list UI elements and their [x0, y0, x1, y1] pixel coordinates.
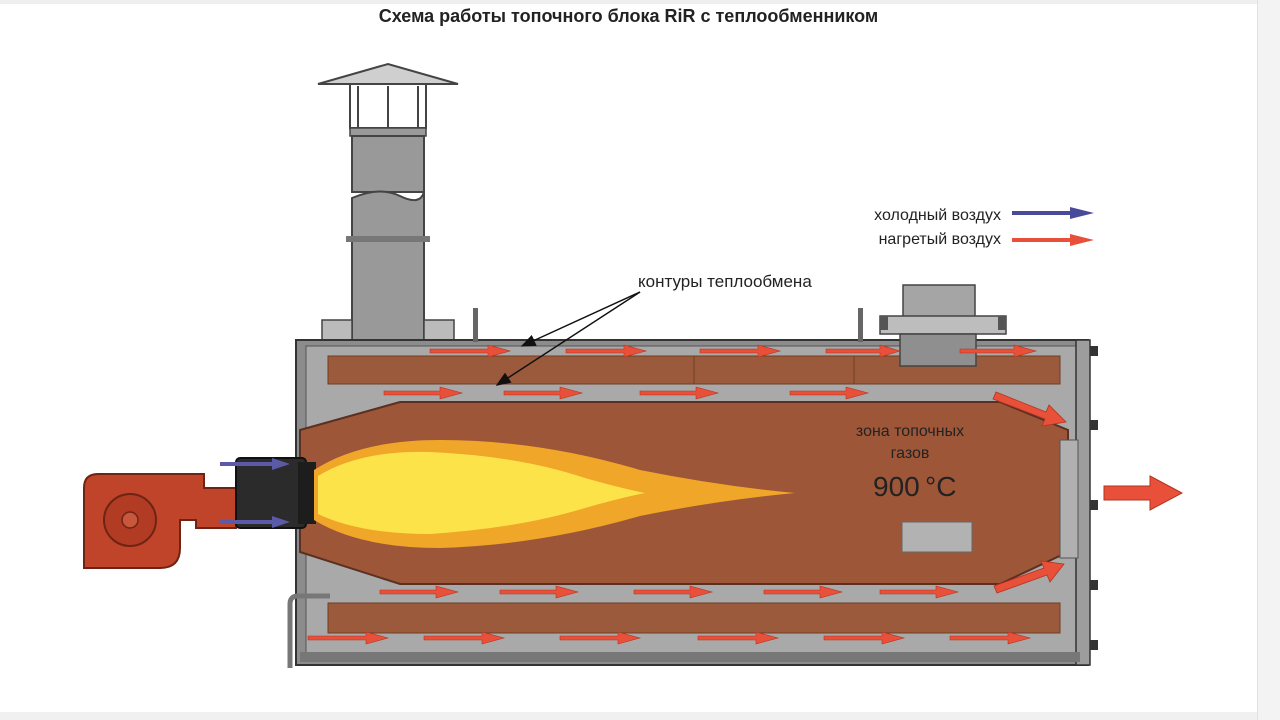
lower-heat-channel — [327, 602, 1061, 634]
hot-air-arrows-diagonal — [992, 391, 1067, 594]
flue-gas-zone-label-line1: зона топочных — [856, 423, 964, 440]
hot-air-arrows-top — [429, 344, 1038, 358]
legend-cold-air-label: холодный воздух — [874, 207, 1001, 224]
temperature-value: 900 — [873, 471, 920, 502]
hot-air-outlet-arrow — [1103, 475, 1184, 511]
temperature-unit: °C — [925, 471, 956, 502]
scrollbar-track[interactable] — [1257, 0, 1280, 720]
legend-cold-air-arrow — [1012, 207, 1094, 219]
flame — [314, 440, 795, 548]
legend-hot-air-arrow — [1012, 234, 1094, 246]
window-top-edge — [0, 0, 1257, 4]
hot-air-arrows-lower-channel — [379, 585, 960, 599]
furnace-diagram: холодный воздух нагретый воздух контуры … — [83, 62, 1184, 668]
chimney — [317, 62, 459, 362]
heat-exchange-pointer-lines — [495, 291, 641, 386]
legend-hot-air-label: нагретый воздух — [879, 231, 1001, 248]
burner — [83, 457, 316, 569]
legend: холодный воздух нагретый воздух — [874, 207, 1094, 248]
rear-door — [1059, 439, 1079, 559]
hot-air-arrows-bottom — [307, 631, 1032, 645]
flue-gas-zone-label-line2: газов — [891, 445, 930, 462]
cold-air-inlet-arrows — [220, 458, 290, 528]
hot-air-arrows-upper-channel — [383, 386, 870, 400]
diagram-title: Схема работы топочного блока RiR с тепло… — [378, 6, 879, 26]
heat-exchange-circuits-label: контуры теплообмена — [638, 272, 812, 291]
window-bottom-edge — [0, 712, 1257, 720]
inspection-window — [901, 521, 973, 553]
